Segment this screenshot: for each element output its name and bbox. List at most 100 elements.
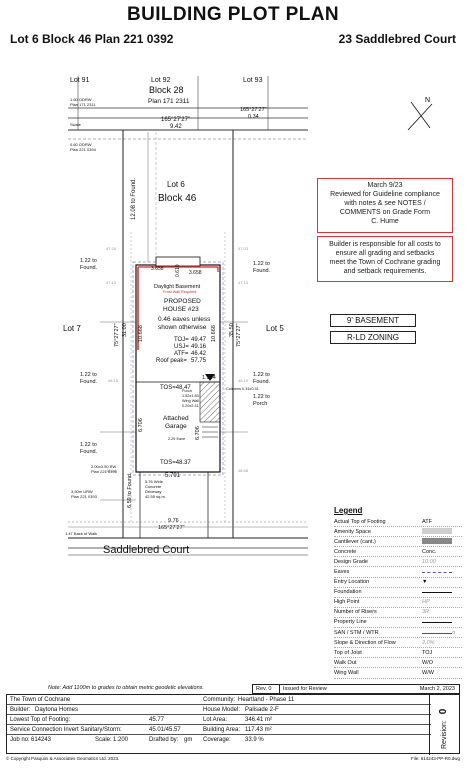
right-found2b: Found. bbox=[253, 379, 271, 385]
top-dist2: 0.34 bbox=[248, 114, 259, 120]
address: 23 Saddlebred Court bbox=[338, 32, 456, 46]
title-block-row: The Town of Cochrane Community: Heartlan… bbox=[7, 695, 431, 705]
left-found2: 1.22 to bbox=[80, 372, 97, 378]
urw-label: 3.50m URW bbox=[71, 489, 93, 494]
dim-10668b: 10.668 bbox=[211, 325, 217, 342]
revision-row: Rev. 0 Issued for Review March 2, 2023 bbox=[252, 684, 460, 694]
legend-label: SAN / STM / WTR bbox=[334, 629, 379, 636]
legend-label: Entry Location bbox=[334, 579, 370, 586]
service-label: Service Connection Invert Sanitary/Storm… bbox=[10, 726, 122, 733]
revision-issued: Issued for Review bbox=[283, 686, 327, 692]
urw-plan: Plan 221 0393 bbox=[71, 494, 98, 499]
legend-row: Wing Wall W/W bbox=[334, 668, 462, 679]
legend-label: Wing Wall bbox=[334, 669, 359, 676]
legend-value: 3R bbox=[422, 609, 430, 616]
left-found3: 1.22 to bbox=[80, 442, 97, 448]
dim-6706a: 6.706 bbox=[138, 418, 144, 432]
legend-label: Actual Top of Footing bbox=[334, 518, 386, 525]
left-found1b: Found. bbox=[80, 265, 98, 271]
legend-row: Property Line bbox=[334, 618, 462, 629]
revision-box: Revision: 0 bbox=[429, 695, 459, 755]
scale-value: 1:200 bbox=[113, 737, 129, 743]
dim-3658a: 3.658 bbox=[151, 266, 164, 272]
svg-text:47.03: 47.03 bbox=[238, 246, 249, 251]
svg-text:47.26: 47.26 bbox=[106, 246, 117, 251]
daylight-basement: Daylight Basement bbox=[154, 284, 201, 290]
frost-wall: Frost Wall Required bbox=[163, 290, 196, 294]
street-name: Saddlebred Court bbox=[103, 544, 189, 556]
legend-label: Top of Joist bbox=[334, 649, 362, 656]
entry-arrow-icon: ▼ bbox=[422, 579, 428, 586]
review-note-line: March 9/23 bbox=[367, 182, 403, 189]
builder-note: Builder is responsible for all costs to … bbox=[317, 236, 453, 282]
community-value: Heartland - Phase 11 bbox=[238, 696, 295, 703]
right-porch: 1.22 to bbox=[253, 394, 270, 400]
legend-label: Property Line bbox=[334, 619, 367, 626]
driveway-area: 42.55 sq.m. bbox=[145, 494, 166, 499]
builder-label: Builder: bbox=[10, 706, 31, 713]
left-found1: 1.22 to bbox=[80, 258, 97, 264]
lot-description: Lot 6 Block 46 Plan 221 0392 bbox=[10, 32, 174, 46]
dim-1524: 1.524 bbox=[202, 375, 216, 381]
geodetic-note: Note: Add 1100m to grades to obtain metr… bbox=[48, 685, 204, 691]
svg-text:48.19: 48.19 bbox=[238, 378, 249, 383]
file-name: File: 614243-PP-R0.dwg bbox=[410, 756, 460, 761]
title-block-row: Service Connection Invert Sanitary/Storm… bbox=[7, 725, 431, 735]
usj-value: 49.16 bbox=[191, 344, 207, 350]
review-note-line: C. Hume bbox=[371, 218, 399, 225]
svg-text:48.18: 48.18 bbox=[108, 378, 119, 383]
property-line-icon bbox=[422, 619, 462, 625]
swale: Swale bbox=[70, 122, 82, 127]
scale-label: Scale: bbox=[95, 737, 112, 743]
job-value: 614243 bbox=[31, 737, 52, 743]
lot6-label: Lot 6 bbox=[167, 180, 185, 189]
title-block-row: Lowest Top of Footing: 45.77 Lot Area: 3… bbox=[7, 715, 431, 725]
revision-value: 0 bbox=[438, 708, 449, 715]
lot91-label: Lot 91 bbox=[70, 77, 90, 84]
dim-0610: 0.610 bbox=[175, 264, 181, 277]
eaves-note2: shown otherwise bbox=[158, 324, 207, 331]
svg-text:48.58: 48.58 bbox=[238, 468, 249, 473]
tos1: TOS=48.47 bbox=[160, 385, 191, 391]
right-side-distance: 35.50 bbox=[229, 323, 235, 337]
revision-date: March 2, 2023 bbox=[419, 686, 455, 692]
building-area-label: Building Area: bbox=[203, 726, 241, 733]
proposed: PROPOSED bbox=[164, 298, 201, 305]
legend-value: W/W bbox=[422, 669, 434, 676]
right-found2: 1.22 to bbox=[253, 372, 270, 378]
driveway-label: Driveway bbox=[145, 489, 161, 494]
rw-plan: Plan 221 0395 bbox=[91, 469, 118, 474]
legend-label: High Point bbox=[334, 599, 360, 606]
roof-value: 57.75 bbox=[191, 358, 207, 364]
zoning-tag: R-LD ZONING bbox=[330, 331, 416, 344]
odrw1: 1.60 ODRW bbox=[70, 97, 92, 102]
wing-wall-label: Wing Wall bbox=[182, 399, 199, 403]
dim-5791: 5.791 bbox=[165, 473, 181, 479]
left-found2b: Found. bbox=[80, 379, 98, 385]
amenity-swatch-icon bbox=[422, 527, 462, 536]
legend-label: Slope & Direction of Flow bbox=[334, 639, 396, 646]
legend-title: Legend bbox=[334, 506, 363, 515]
right-found1: 1.22 to bbox=[253, 261, 270, 267]
found-bottom: 6.59 to Found. bbox=[127, 472, 133, 508]
page-title: BUILDING PLOT PLAN bbox=[127, 4, 339, 25]
title-block: The Town of Cochrane Community: Heartlan… bbox=[6, 694, 460, 755]
right-porchb: Porch bbox=[253, 401, 267, 407]
legend-label: Design Grade bbox=[334, 558, 368, 565]
lot93-label: Lot 93 bbox=[243, 77, 263, 84]
legend-row: Foundation bbox=[334, 588, 462, 598]
atf-label: ATF= bbox=[174, 351, 189, 357]
block28-label: Block 28 bbox=[149, 85, 184, 95]
legend-label: Number of Risers bbox=[334, 609, 377, 616]
legend-row: Number of Risers 3R bbox=[334, 608, 462, 618]
cantilever-swatch-icon bbox=[422, 537, 462, 546]
dim-10668a: 10.668 bbox=[138, 325, 144, 342]
legend-row: SAN / STM / WTR○ bbox=[334, 628, 462, 639]
north-arrow-icon: N bbox=[407, 97, 433, 131]
ltf-label: Lowest Top of Footing: bbox=[10, 716, 71, 723]
